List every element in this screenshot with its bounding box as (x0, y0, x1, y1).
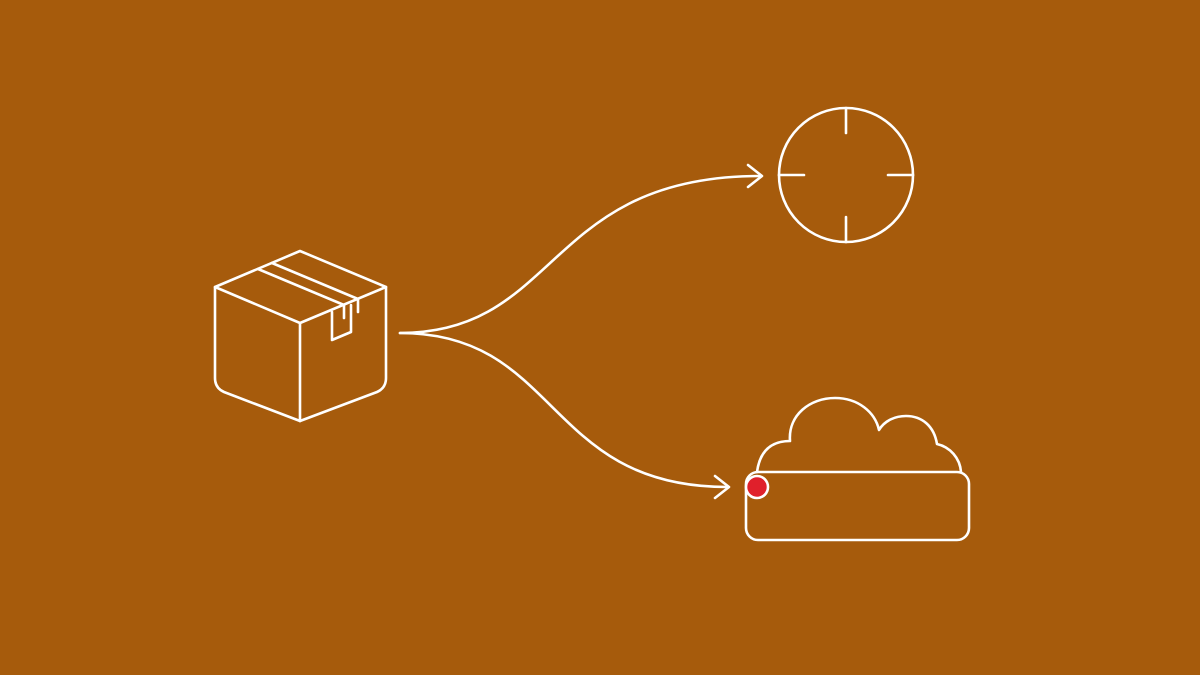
crosshair-target-icon (777, 106, 915, 244)
connector-to-target (398, 163, 764, 335)
arrow-head-top (746, 163, 764, 189)
box-tape-strip (256, 261, 360, 320)
arrow-head-bottom (713, 474, 731, 500)
connector-curve-top (398, 174, 762, 335)
cloud-outline (755, 396, 963, 474)
status-indicator-dot (744, 474, 770, 500)
package-box-icon (213, 249, 388, 423)
box-right-face (298, 285, 388, 423)
connector-to-cloud (398, 331, 731, 500)
cloud-server-icon (744, 396, 971, 542)
box-left-face (213, 285, 302, 423)
box-tape-flap (330, 303, 353, 342)
server-body (744, 470, 971, 542)
connector-curve-bottom (398, 331, 729, 489)
